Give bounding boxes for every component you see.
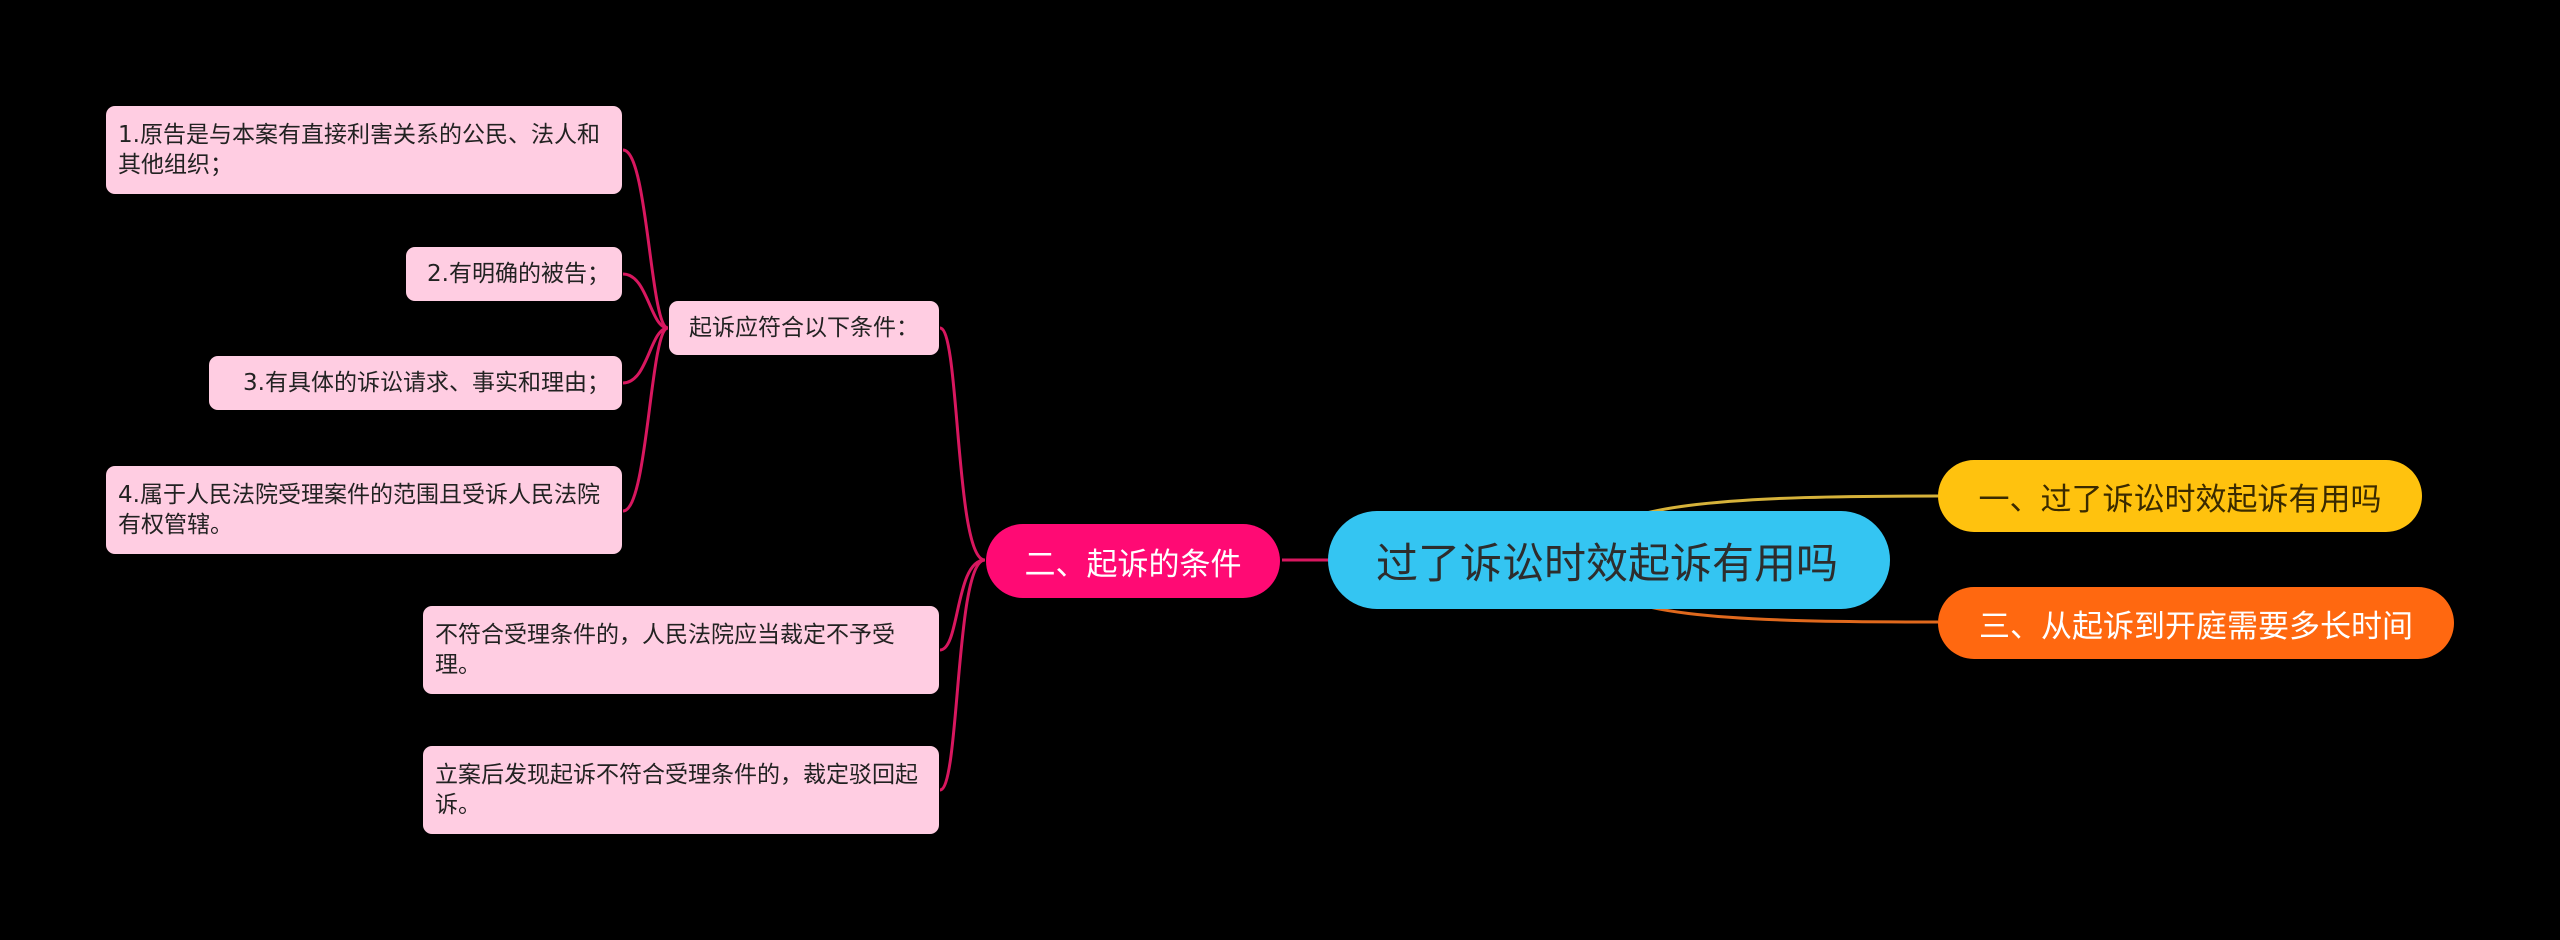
conditions-topic[interactable]: 起诉应符合以下条件： — [669, 301, 939, 355]
dismissal-item[interactable]: 立案后发现起诉不符合受理条件的，裁定驳回起诉。 — [423, 746, 939, 834]
central-topic[interactable]: 过了诉讼时效起诉有用吗 — [1328, 511, 1890, 609]
connector-conditions-to-items — [622, 148, 669, 330]
branch-filing-conditions[interactable]: 二、起诉的条件 — [986, 524, 1280, 598]
condition-item-text: 4.属于人民法院受理案件的范围且受诉人民法院有权管辖。 — [118, 482, 600, 538]
condition-item-text: 2.有明确的被告； — [427, 261, 610, 287]
condition-item[interactable]: 2.有明确的被告； — [406, 247, 622, 301]
condition-item-text: 1.原告是与本案有直接利害关系的公民、法人和其他组织； — [118, 122, 600, 178]
connector-branch-to-children — [939, 558, 986, 792]
branch-label: 三、从起诉到开庭需要多长时间 — [1979, 608, 2413, 645]
connector-branch-to-children — [939, 558, 986, 652]
branch-time-to-trial[interactable]: 三、从起诉到开庭需要多长时间 — [1938, 587, 2454, 659]
rejection-item[interactable]: 不符合受理条件的，人民法院应当裁定不予受理。 — [423, 606, 939, 694]
connector-branch-to-children — [939, 326, 986, 562]
branch-label: 一、过了诉讼时效起诉有用吗 — [1978, 481, 2382, 518]
connector-conditions-to-items — [622, 326, 669, 513]
connector-conditions-to-items — [622, 272, 669, 330]
condition-item[interactable]: 4.属于人民法院受理案件的范围且受诉人民法院有权管辖。 — [106, 466, 622, 554]
dismissal-item-text: 立案后发现起诉不符合受理条件的，裁定驳回起诉。 — [435, 762, 918, 818]
condition-item-text: 3.有具体的诉讼请求、事实和理由； — [243, 370, 610, 396]
condition-item[interactable]: 1.原告是与本案有直接利害关系的公民、法人和其他组织； — [106, 106, 622, 194]
connector-conditions-to-items — [622, 326, 669, 385]
conditions-topic-label: 起诉应符合以下条件： — [689, 315, 919, 341]
rejection-item-text: 不符合受理条件的，人民法院应当裁定不予受理。 — [435, 622, 895, 678]
branch-label: 二、起诉的条件 — [1024, 546, 1242, 583]
condition-item[interactable]: 3.有具体的诉讼请求、事实和理由； — [209, 356, 622, 410]
branch-limitation-expired[interactable]: 一、过了诉讼时效起诉有用吗 — [1938, 460, 2422, 532]
central-topic-label: 过了诉讼时效起诉有用吗 — [1376, 538, 1839, 588]
